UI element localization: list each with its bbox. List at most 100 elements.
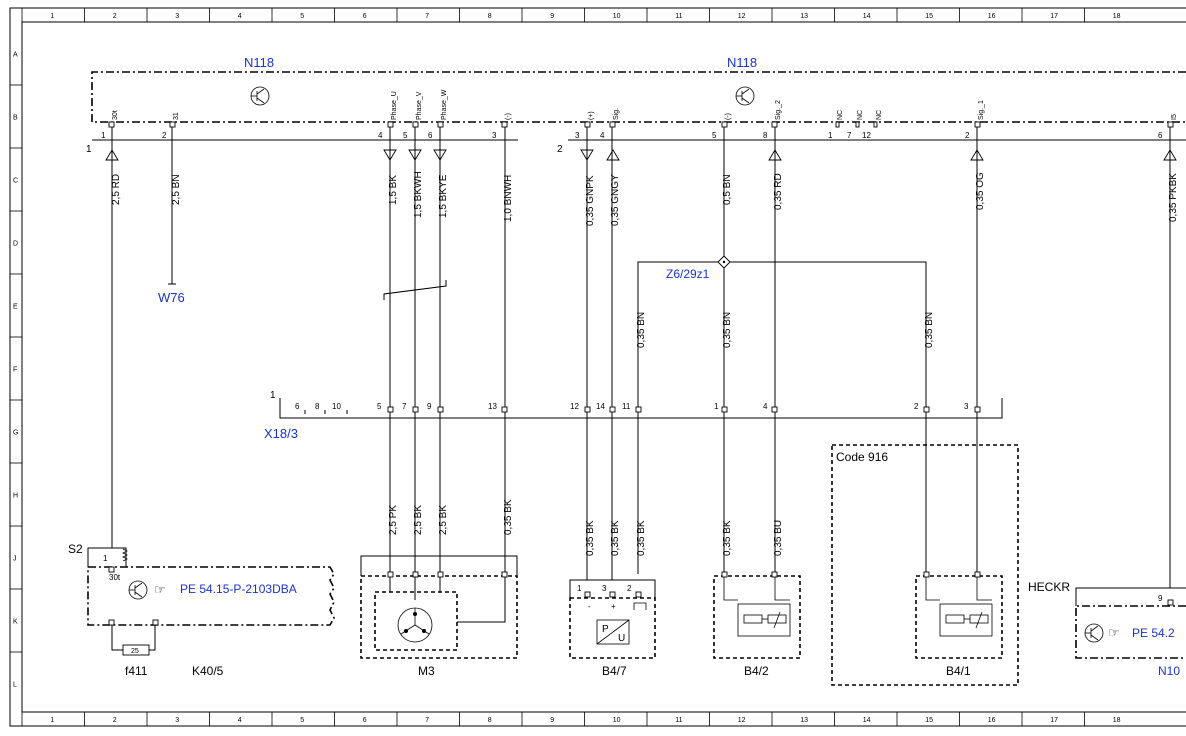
n118-pin: 4 Sig.: [600, 108, 620, 140]
grid-column-label: 18: [1113, 13, 1121, 20]
svg-text:2,5 BN: 2,5 BN: [171, 174, 182, 205]
svg-text:14: 14: [596, 402, 605, 411]
x18-connector: 1 X18/3 6 8 10 5 7 9 13 12 14 11 1 4 2 3: [264, 390, 1003, 441]
n118-pin: 6 Phase_W: [428, 89, 448, 140]
svg-text:30t: 30t: [112, 110, 119, 120]
n118-pin: 3 (-): [492, 113, 512, 140]
svg-text:0,35 RD: 0,35 RD: [773, 173, 784, 210]
svg-text:6: 6: [428, 131, 433, 140]
svg-text:10: 10: [332, 402, 341, 411]
x18-label: X18/3: [264, 426, 298, 441]
svg-text:0,5 BN: 0,5 BN: [722, 174, 733, 205]
grid-column-label: 17: [1050, 717, 1058, 724]
svg-text:+: +: [611, 602, 616, 611]
n118-pin: 1 NC: [828, 110, 844, 140]
connector-2-mark: 2: [557, 144, 563, 155]
grid-column-label: 4: [238, 717, 242, 724]
n118-pin: 4 Phase_U: [378, 91, 398, 140]
lower-wire-labels: 2,5 PK 2,5 BK 2,5 BK 0,35 BK 0,35 BK 0,3…: [388, 499, 784, 556]
grid-column-label: 10: [613, 717, 621, 724]
svg-text:0,35 BN: 0,35 BN: [924, 312, 935, 348]
grid-column-label: 1: [50, 13, 54, 20]
grid-row-label: L: [13, 682, 17, 689]
m3-label: M3: [418, 664, 435, 678]
b4-2-label: B4/2: [744, 664, 769, 678]
grid-column-label: 9: [550, 717, 554, 724]
pe-reference-left[interactable]: PE 54.15-P-2103DBA: [180, 582, 297, 596]
n118-left-label: N118: [244, 55, 274, 70]
svg-text:0,35 BK: 0,35 BK: [610, 520, 621, 556]
grid-column-label: 4: [238, 13, 242, 20]
grid-row-label: J: [13, 556, 17, 563]
svg-text:0,35 GNGY: 0,35 GNGY: [610, 174, 621, 226]
svg-text:2: 2: [627, 584, 632, 593]
f411-label: f411: [125, 664, 148, 678]
svg-text:4: 4: [763, 402, 768, 411]
grid-column-label: 7: [425, 717, 429, 724]
grid-column-label: 16: [988, 717, 996, 724]
grid-row-label: G: [13, 430, 18, 437]
grid-column-label: 5: [300, 717, 304, 724]
grid-column-label: 2: [113, 13, 117, 20]
svg-text:U: U: [618, 633, 625, 644]
svg-text:6: 6: [1158, 131, 1163, 140]
code916-label: Code 916: [836, 450, 888, 464]
svg-text:1,0 BNWH: 1,0 BNWH: [503, 175, 514, 222]
svg-text:6: 6: [295, 402, 300, 411]
svg-text:0,35 PKBK: 0,35 PKBK: [1168, 173, 1179, 222]
svg-text:0,35 OG: 0,35 OG: [975, 172, 986, 210]
n118-pin: 7 NC: [847, 110, 864, 140]
grid-column-label: 3: [175, 717, 179, 724]
svg-text:3: 3: [492, 131, 497, 140]
svg-text:(+): (+): [588, 111, 595, 120]
grid-row-label: F: [13, 367, 17, 374]
grid-column-label: 8: [488, 717, 492, 724]
grid-column-label: 2: [113, 717, 117, 724]
x18-mark: 1: [270, 390, 276, 401]
svg-text:0,35 BN: 0,35 BN: [636, 312, 647, 348]
pressure-transducer-icon: P U: [596, 619, 630, 645]
middle-wire-labels: 0,35 BN 0,35 BN 0,35 BN: [636, 312, 935, 348]
svg-text:-: -: [588, 602, 591, 611]
n118-module: N118 N118 1 2: [86, 55, 1186, 155]
svg-text:0,35 BU: 0,35 BU: [773, 520, 784, 556]
grid-row-label: B: [13, 115, 18, 122]
svg-text:Phase_U: Phase_U: [391, 91, 398, 120]
grid-column-label: 6: [363, 717, 367, 724]
svg-text:3: 3: [602, 584, 607, 593]
grid-row-label: D: [13, 241, 18, 248]
n10-label: N10: [1158, 664, 1180, 678]
grid-row-label: E: [13, 304, 18, 311]
transistor-icon: [735, 86, 755, 106]
hand-pointer-icon: ☞: [1108, 625, 1120, 640]
motor-icon: [397, 607, 433, 643]
grid-column-label: 6: [363, 13, 367, 20]
grid-column-label: 5: [300, 13, 304, 20]
svg-text:4: 4: [378, 131, 383, 140]
k40-5-label: K40/5: [192, 664, 224, 678]
n118-pin: 3 (+): [575, 111, 595, 140]
grid-column-label: 7: [425, 13, 429, 20]
svg-text:2,5 PK: 2,5 PK: [388, 505, 399, 535]
svg-text:13: 13: [488, 402, 497, 411]
n118-pins: 1 30t 2 31 4 Phase_U 5 Phase_V 6 Phase_W…: [101, 89, 1178, 140]
grid-column-label: 14: [863, 717, 871, 724]
svg-text:0,35 BK: 0,35 BK: [503, 499, 514, 535]
svg-text:3: 3: [964, 402, 969, 411]
grid-column-label: 15: [925, 13, 933, 20]
grid-column-label: 16: [988, 13, 996, 20]
grid-column-label: 18: [1113, 717, 1121, 724]
transistor-icon: [1084, 623, 1104, 643]
svg-text:1,5 BKWH: 1,5 BKWH: [413, 171, 424, 218]
svg-text:NC: NC: [857, 110, 864, 120]
svg-text:8: 8: [315, 402, 320, 411]
svg-text:Sig._2: Sig._2: [775, 100, 782, 120]
pe-reference-right[interactable]: PE 54.2: [1132, 626, 1175, 640]
svg-text:5: 5: [403, 131, 408, 140]
grid-row-label: A: [13, 52, 18, 59]
svg-text:0,35 GNPK: 0,35 GNPK: [585, 175, 596, 226]
n118-pin: 2 31: [162, 112, 180, 140]
connector-1-mark: 1: [86, 144, 92, 155]
